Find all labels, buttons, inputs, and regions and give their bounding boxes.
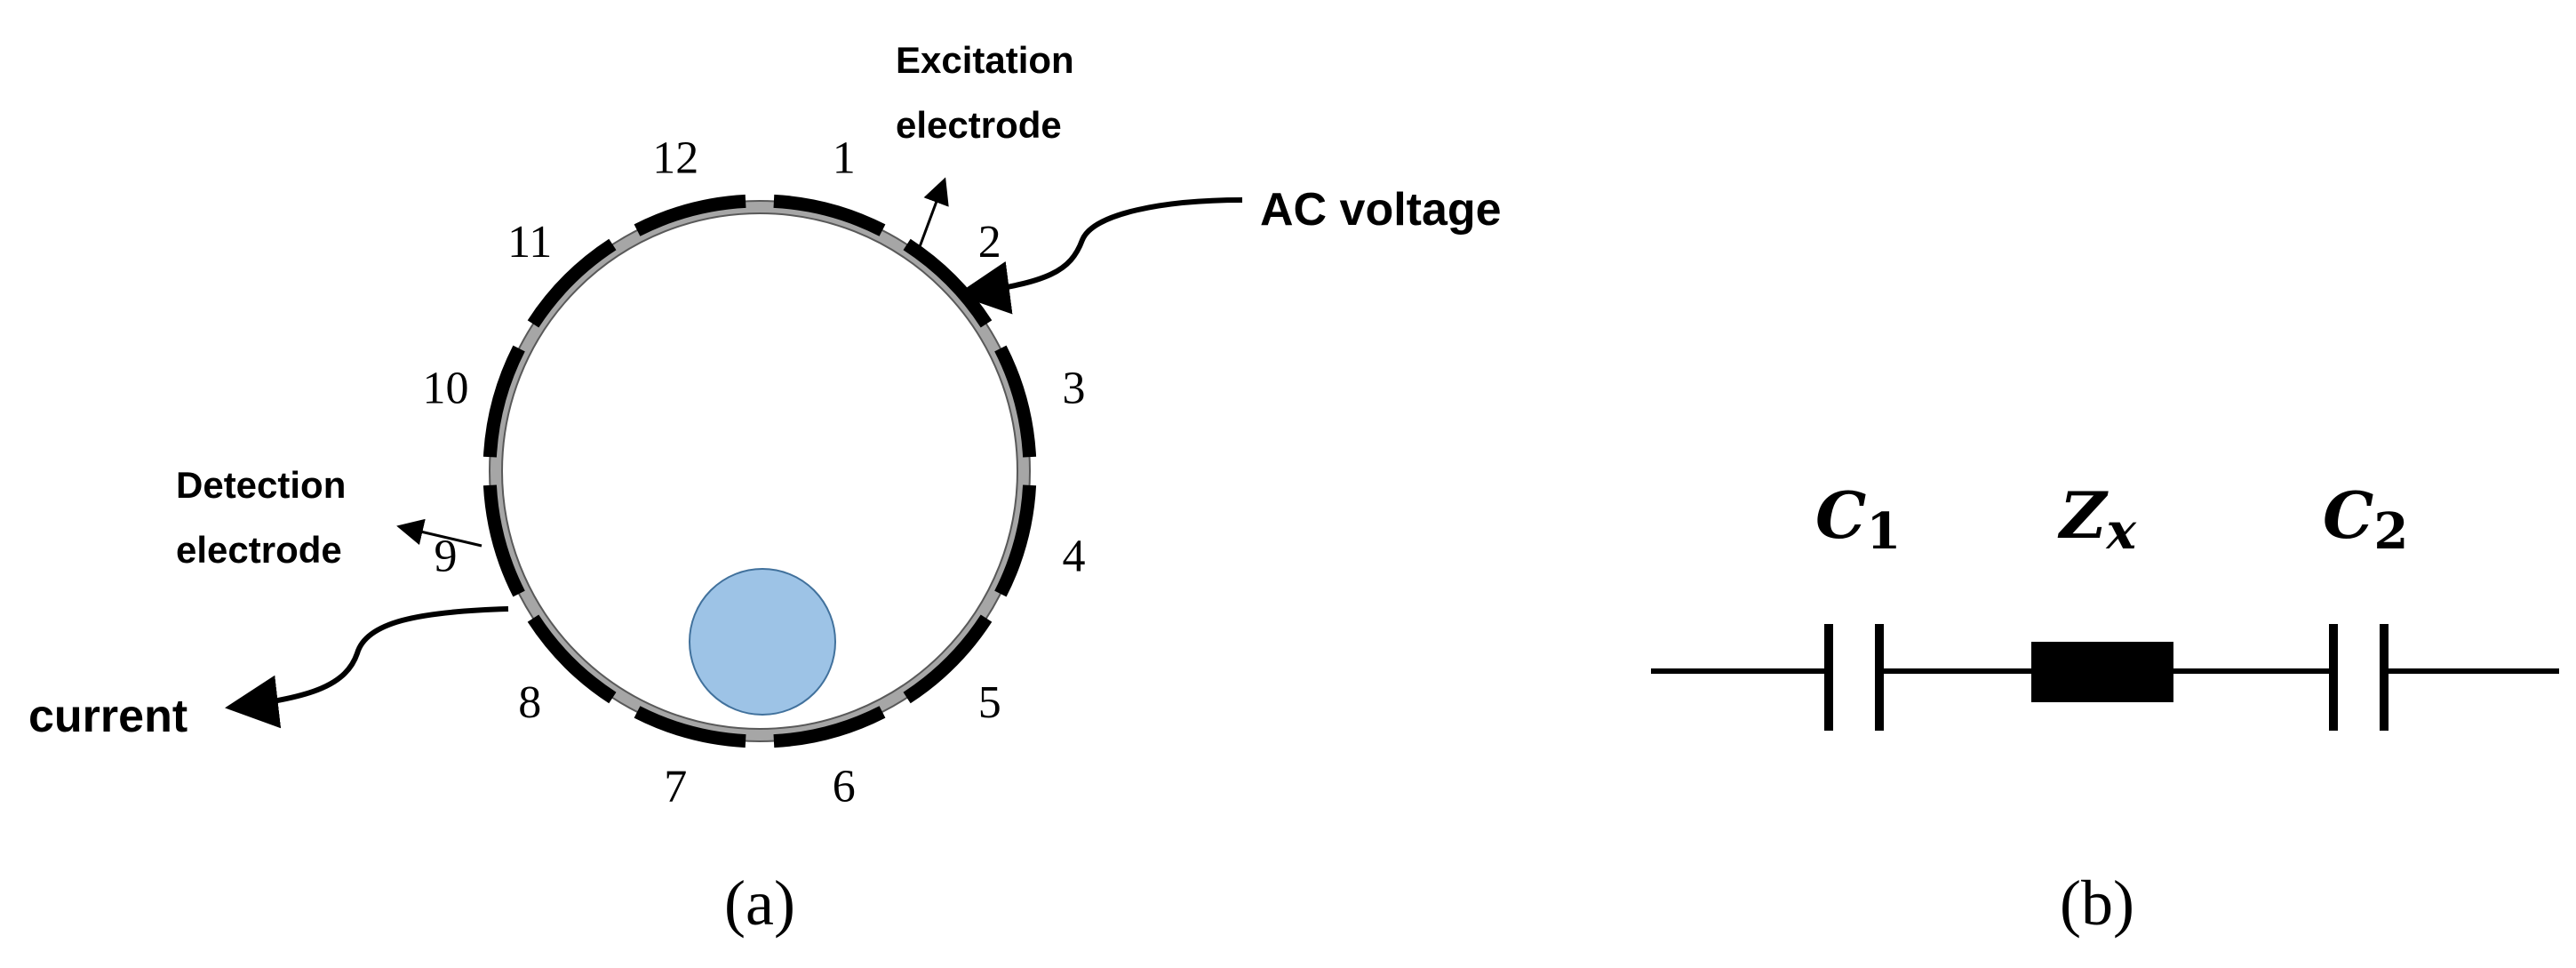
- capacitor-c2: [2329, 624, 2389, 731]
- current-arrow: [225, 606, 509, 729]
- excitation-label-line2: electrode: [896, 104, 1062, 146]
- panel-a-caption: (a): [724, 868, 795, 939]
- pipe-wall-ring: [490, 201, 1030, 741]
- electrode-5: [903, 614, 993, 704]
- electrode-2: [903, 238, 993, 328]
- electrode-7: [634, 706, 746, 748]
- pipe-outer-edge: [489, 200, 1031, 742]
- electrode-number-12: 12: [652, 133, 698, 184]
- ac-voltage-arrow: [956, 197, 1243, 315]
- electrode-number-4: 4: [1063, 532, 1086, 582]
- capacitor-c1: [1824, 624, 1884, 731]
- electrode-array: [483, 194, 1037, 748]
- excitation-label-line1: Excitation: [896, 39, 1074, 81]
- c1-label: C1: [1815, 477, 1901, 561]
- electrode-number-3: 3: [1063, 363, 1086, 413]
- particle-circle: [689, 568, 836, 716]
- electrode-number-11: 11: [507, 217, 552, 268]
- electrode-number-5: 5: [978, 677, 1001, 728]
- zx-label: Zx: [2057, 477, 2137, 561]
- electrode-12: [634, 194, 746, 236]
- electrode-number-6: 6: [833, 762, 856, 812]
- electrode-number-8: 8: [518, 677, 541, 728]
- current-label: current: [28, 691, 187, 742]
- c2-label: C2: [2323, 477, 2408, 561]
- electrode-number-10: 10: [423, 363, 469, 413]
- electrode-number-2: 2: [978, 217, 1001, 268]
- impedance-zx-box: [2031, 642, 2173, 702]
- panel-b-caption: (b): [2060, 868, 2134, 939]
- electrode-4: [994, 484, 1037, 597]
- pipe-inner-edge: [501, 212, 1018, 730]
- detection-arrow: [396, 518, 483, 548]
- electrode-11: [527, 238, 617, 328]
- electrode-3: [994, 345, 1037, 458]
- electrode-6: [773, 706, 886, 748]
- electrode-number-1: 1: [833, 133, 856, 184]
- electrode-number-7: 7: [664, 762, 687, 812]
- excitation-arrow: [916, 177, 949, 252]
- panel-b-equivalent-circuit: C1 Zx C2 (b): [1651, 477, 2559, 939]
- electrode-1: [773, 194, 886, 236]
- electrode-10: [483, 345, 525, 458]
- detection-label-line2: electrode: [176, 529, 342, 571]
- detection-label-line1: Detection: [176, 464, 346, 506]
- ac-voltage-label: AC voltage: [1260, 184, 1502, 236]
- electrode-9: [483, 484, 525, 597]
- electrode-8: [527, 614, 617, 704]
